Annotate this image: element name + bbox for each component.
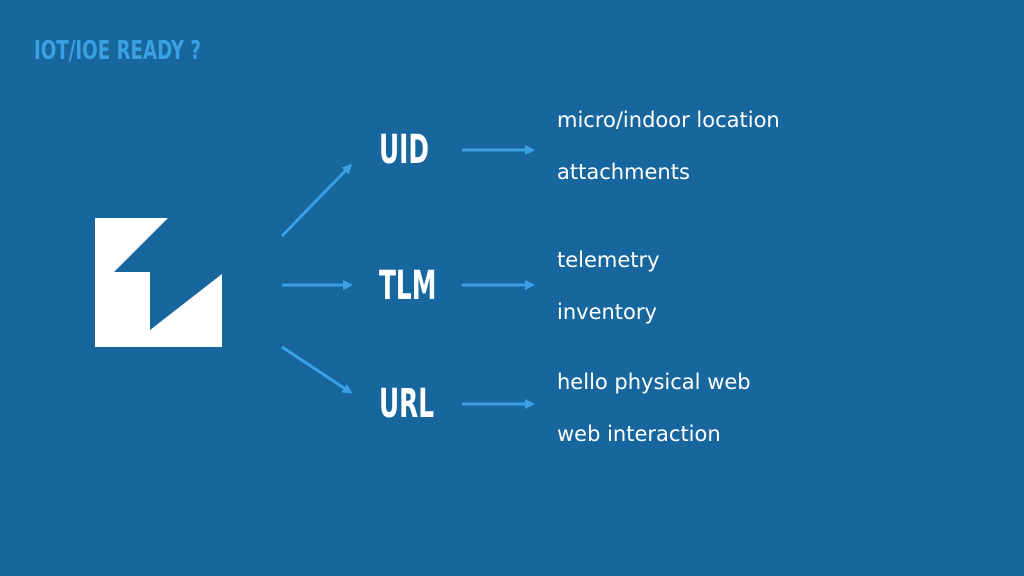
frame-type-uid: UID [379, 127, 429, 173]
use-case-tlm-2: inventory [557, 300, 657, 324]
use-case-uid-1: micro/indoor location [557, 108, 780, 132]
use-case-url-2: web interaction [557, 422, 721, 446]
use-case-url-1: hello physical web [557, 370, 751, 394]
frame-type-url: URL [379, 381, 435, 427]
arrow-logo-to-url [281, 345, 353, 394]
slide-title: IOT/IOE READY ? [34, 36, 201, 66]
use-case-tlm-1: telemetry [557, 248, 660, 272]
eddystone-logo-icon [95, 218, 222, 347]
arrow-logo-to-uid [280, 163, 353, 238]
use-case-uid-2: attachments [557, 160, 690, 184]
frame-type-tlm: TLM [379, 263, 437, 309]
